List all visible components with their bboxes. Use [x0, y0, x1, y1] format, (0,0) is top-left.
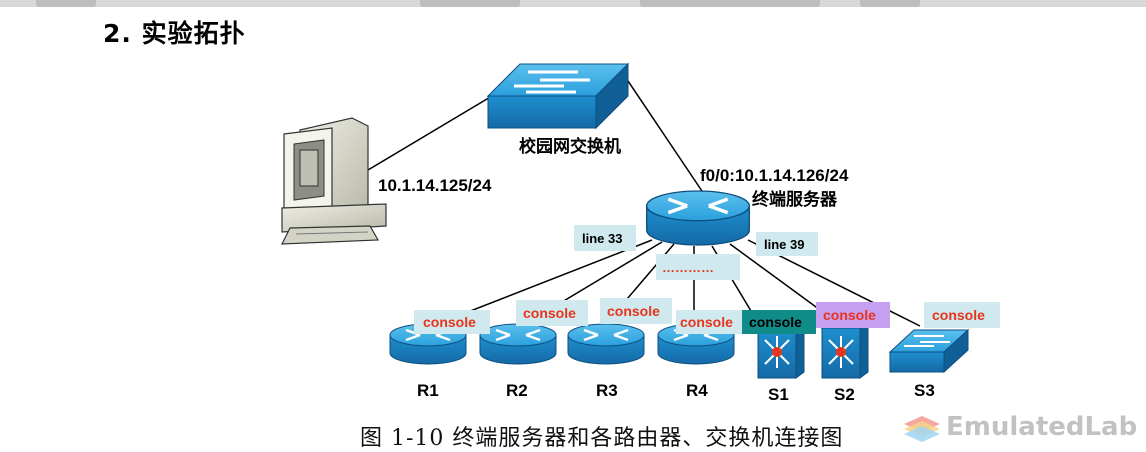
- figure-caption: 图 1-10 终端服务器和各路由器、交换机连接图: [360, 426, 844, 451]
- line-33-label: line 33: [582, 231, 622, 246]
- server-interface-label: f0/0:10.1.14.126/24: [700, 166, 849, 185]
- console-box-r2: [516, 300, 588, 326]
- terminal-server-router-icon: [645, 189, 751, 247]
- top-bar-segment: [36, 0, 96, 7]
- console-box-r4: [676, 310, 744, 334]
- console-box-s3: [924, 302, 1000, 328]
- switch-s1-icon: [756, 321, 806, 379]
- ellipsis-box: [656, 254, 740, 280]
- console-box-s2: [816, 302, 890, 328]
- pc-ip-label: 10.1.14.125/24: [378, 176, 492, 195]
- switch-s2-icon: [820, 321, 870, 379]
- top-bar-segment: [860, 0, 920, 7]
- router-r3-icon: [566, 322, 646, 366]
- link-switch-server: [625, 77, 709, 201]
- console-box-r3: [600, 298, 672, 324]
- device-label-r3: R3: [596, 381, 618, 400]
- console-label-r4: console: [680, 314, 733, 330]
- console-label-r1: console: [423, 314, 476, 330]
- line-39-label: line 39: [764, 237, 804, 252]
- console-box-r1: [414, 310, 490, 334]
- device-label-s2: S2: [834, 385, 855, 404]
- watermark-text: EmulatedLab: [946, 412, 1138, 442]
- section-heading: 2. 实验拓扑: [103, 19, 246, 48]
- console-label-s1: console: [749, 314, 802, 330]
- topology-diagram: 10.1.14.125/24 校园网交换机 f0/0:10.1.14.126/2…: [281, 62, 1000, 404]
- device-label-s1: S1: [768, 385, 789, 404]
- link-pc-switch: [367, 95, 493, 171]
- emulatedlab-logo-icon: [904, 416, 940, 442]
- switch-s3-icon: [888, 328, 970, 374]
- device-label-r2: R2: [506, 381, 528, 400]
- server-name-label: 终端服务器: [752, 189, 838, 209]
- console-label-s2: console: [823, 307, 876, 323]
- campus-switch-label: 校园网交换机: [519, 136, 621, 156]
- top-bar-segment: [420, 0, 520, 7]
- campus-switch-icon: [486, 62, 630, 130]
- pc-icon: [281, 117, 387, 245]
- watermark: EmulatedLab: [900, 412, 1145, 446]
- console-label-s3: console: [932, 307, 985, 323]
- top-bar-segment: [640, 0, 820, 7]
- top-bar: [0, 0, 1146, 7]
- line-33-box: [574, 225, 636, 251]
- router-r2-icon: [478, 322, 558, 366]
- device-label-s3: S3: [914, 381, 935, 400]
- line-39-box: [756, 232, 818, 256]
- console-label-r2: console: [523, 305, 576, 321]
- ellipsis-label: …………: [662, 260, 714, 275]
- console-label-r3: console: [607, 303, 660, 319]
- links: [367, 77, 921, 327]
- device-label-r1: R1: [417, 381, 439, 400]
- device-label-r4: R4: [686, 381, 708, 400]
- console-box-s1: [742, 310, 816, 334]
